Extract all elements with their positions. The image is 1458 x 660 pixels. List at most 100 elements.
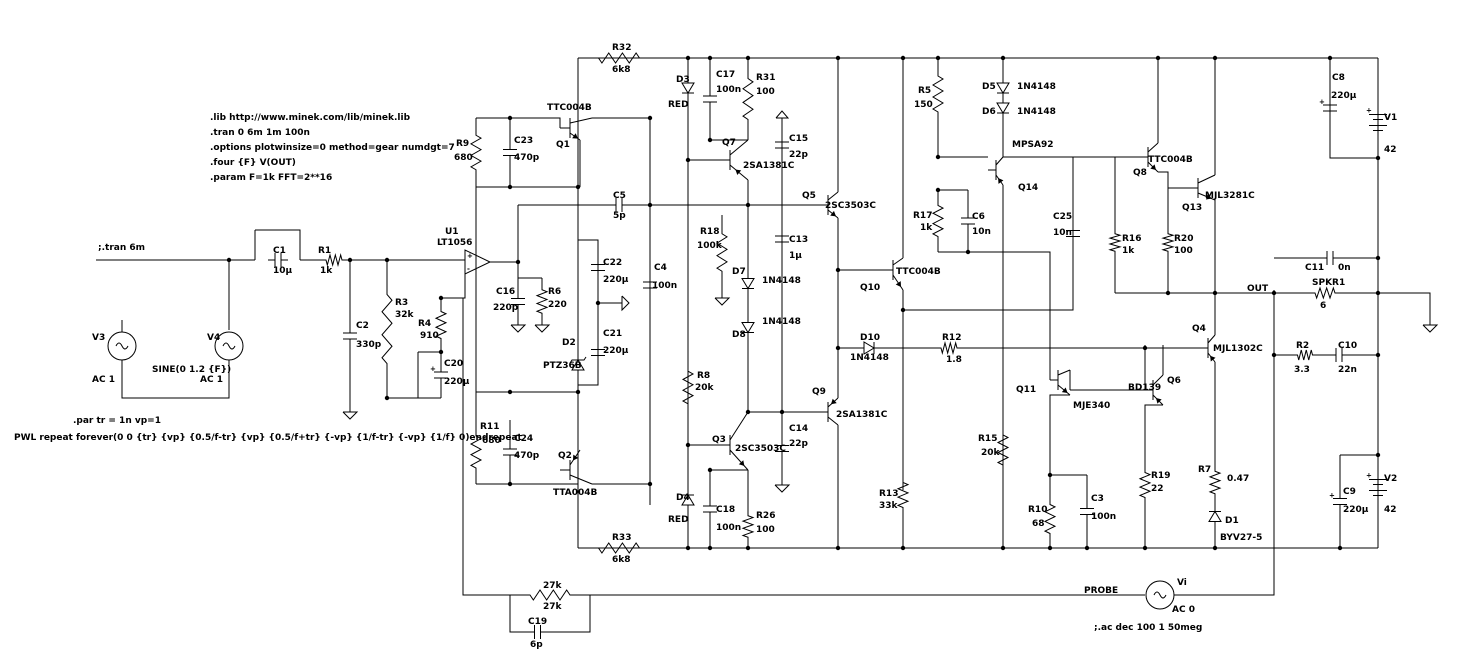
r10-value: 68 <box>1032 519 1045 529</box>
r5-value: 150 <box>914 100 933 110</box>
q3-value: 2SC3503C <box>735 444 786 454</box>
resistor-symbol <box>1208 460 1222 505</box>
r20-value: 100 <box>1174 246 1193 256</box>
resistor-symbol <box>681 355 695 420</box>
c3-value: 100n <box>1091 512 1116 522</box>
junction-140 <box>1375 452 1381 458</box>
junction-145 <box>835 55 841 61</box>
r8-ref: R8 <box>697 371 710 381</box>
c21-value: 220µ <box>603 346 629 356</box>
d6-value: 1N4148 <box>1017 107 1056 117</box>
wire-36 <box>592 117 651 505</box>
directive-pwl: PWL repeat forever(0 0 {tr} {vp} {0.5/f-… <box>14 433 523 443</box>
resistor-symbol <box>578 52 660 64</box>
r26-ref: R26 <box>756 511 775 521</box>
u1-ref: U1 <box>445 227 459 237</box>
resistor-symbol <box>1290 349 1320 361</box>
diode-triangle <box>1208 510 1222 522</box>
r16-ref: R16 <box>1122 234 1141 244</box>
q3-ref: Q3 <box>712 435 726 445</box>
r18-value: 100k <box>697 241 723 251</box>
c14-value: 22p <box>789 439 809 449</box>
wire-24 <box>462 298 510 596</box>
wire-106 <box>1144 404 1163 460</box>
emitter-lead <box>1197 192 1216 201</box>
c13-ref: C13 <box>789 235 808 245</box>
emitter-arrow <box>1156 398 1162 404</box>
junction-163 <box>647 115 653 121</box>
v4-value: AC 1 <box>200 375 223 385</box>
directive-four: .four {F} V(OUT) <box>210 158 296 168</box>
q13-value: MJL3281C <box>1205 191 1255 201</box>
c15-ref: C15 <box>789 134 808 144</box>
d1-ref: D1 <box>1225 516 1239 526</box>
q11-value: MJE340 <box>1073 401 1110 411</box>
ground-triangle <box>774 484 791 493</box>
plus-mark: + <box>430 365 436 373</box>
directive-tran: .tran 0 6m 1m 100n <box>210 128 310 138</box>
r9-value: 680 <box>454 153 473 163</box>
d5-ref: D5 <box>982 82 996 92</box>
junction-53 <box>707 137 713 143</box>
emitter-arrow <box>830 210 836 217</box>
emitter-arrow <box>1210 355 1216 362</box>
c19-value: 6p <box>530 640 543 650</box>
r5-ref: R5 <box>918 86 931 96</box>
q4-ref: Q4 <box>1192 324 1206 334</box>
emitter-lead <box>729 449 749 471</box>
r27-ref: 27k <box>543 581 563 591</box>
capacitor-c18: C18 100n <box>703 470 741 548</box>
net-label-out: OUT <box>1247 284 1269 294</box>
collector-lead <box>995 156 1004 166</box>
ground-icon <box>774 484 791 493</box>
ground-icon <box>1422 324 1439 333</box>
q4-value: MJL1302C <box>1213 344 1263 354</box>
resistor-symbol <box>896 470 910 520</box>
c23-ref: C23 <box>514 136 533 146</box>
r7-value: 0.47 <box>1227 474 1249 484</box>
plus-mark: + <box>1366 107 1372 115</box>
junction-43 <box>507 481 513 487</box>
q10-value: TTC004B <box>896 267 941 277</box>
r7-ref: R7 <box>1198 465 1211 475</box>
r31-ref: R31 <box>756 73 775 83</box>
net-label-probe: PROBE <box>1084 586 1118 596</box>
resistor-symbol <box>469 118 483 187</box>
resistor-symbol <box>741 505 755 548</box>
resistor-symbol <box>1305 286 1345 300</box>
resistor-r7: R7 0.47 <box>1198 460 1249 505</box>
r9-ref: R9 <box>456 139 469 149</box>
r1-ref: R1 <box>318 246 331 256</box>
q13-ref: Q13 <box>1182 203 1202 213</box>
emitter-arrow <box>735 169 742 176</box>
r13-value: 33k <box>879 501 899 511</box>
ground-triangle <box>775 110 790 119</box>
c18-ref: C18 <box>716 505 735 515</box>
c18-value: 100n <box>716 523 741 533</box>
resistor-symbol <box>1161 225 1175 260</box>
junction-157 <box>1000 545 1006 551</box>
junction-131 <box>1375 290 1381 296</box>
d3-ref: D3 <box>676 75 690 85</box>
q8-ref: Q8 <box>1133 168 1147 178</box>
resistor-symbol <box>931 190 945 252</box>
diode-triangle <box>996 82 1010 94</box>
